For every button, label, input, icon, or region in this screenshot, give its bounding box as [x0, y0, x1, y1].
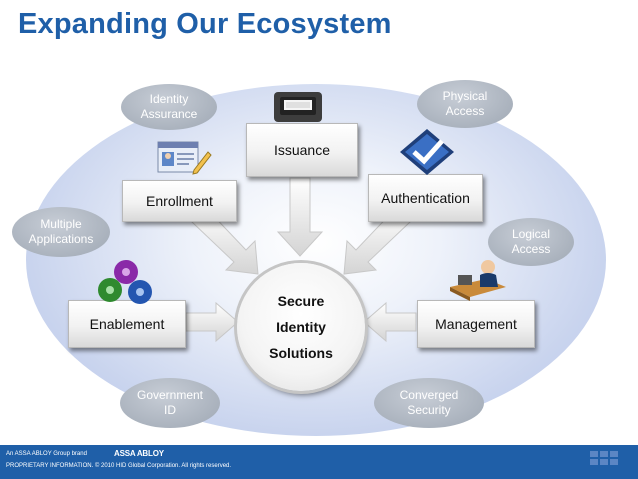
- assa-abloy-logo: ASSA ABLOY: [114, 449, 164, 458]
- oval-multiple-applications: Multiple Applications: [12, 207, 110, 257]
- slide-title: Expanding Our Ecosystem: [18, 8, 392, 40]
- footer-bar: [0, 445, 638, 479]
- center-line-3: Solutions: [269, 345, 333, 361]
- gears-icon: [98, 260, 152, 304]
- oval-converged-security: Converged Security: [374, 378, 484, 428]
- checkmark-icon: [400, 129, 454, 175]
- issuance-box: Issuance: [246, 123, 358, 177]
- issuance-label: Issuance: [273, 142, 331, 158]
- oval-government-id: Government ID: [120, 378, 220, 428]
- footer-legal: PROPRIETARY INFORMATION. © 2010 HID Glob…: [6, 463, 232, 469]
- enablement-label: Enablement: [89, 316, 165, 332]
- enrollment-box: Enrollment: [122, 180, 237, 222]
- authentication-label: Authentication: [381, 190, 470, 206]
- arrow-enablement: [185, 301, 239, 343]
- footer-brand-line: An ASSA ABLOY Group brand: [6, 451, 87, 457]
- enablement-box: Enablement: [68, 300, 186, 348]
- printer-icon: [274, 92, 322, 122]
- secure-identity-solutions-hub: Secure Identity Solutions: [237, 263, 365, 391]
- center-line-1: Secure: [277, 293, 325, 309]
- center-line-2: Identity: [276, 319, 326, 335]
- hid-logo-icon: [590, 451, 618, 465]
- oval-identity-assurance: Identity Assurance: [121, 84, 217, 130]
- authentication-box: Authentication: [368, 174, 483, 222]
- enrollment-label: Enrollment: [146, 193, 213, 209]
- management-box: Management: [417, 300, 535, 348]
- arrow-management: [363, 301, 417, 343]
- management-label: Management: [435, 316, 517, 332]
- id-card-icon: [157, 141, 212, 175]
- oval-logical-access: Logical Access: [488, 218, 574, 266]
- arrow-issuance: [276, 177, 324, 257]
- person-at-desk-icon: [450, 260, 506, 301]
- oval-physical-access: Physical Access: [417, 80, 513, 128]
